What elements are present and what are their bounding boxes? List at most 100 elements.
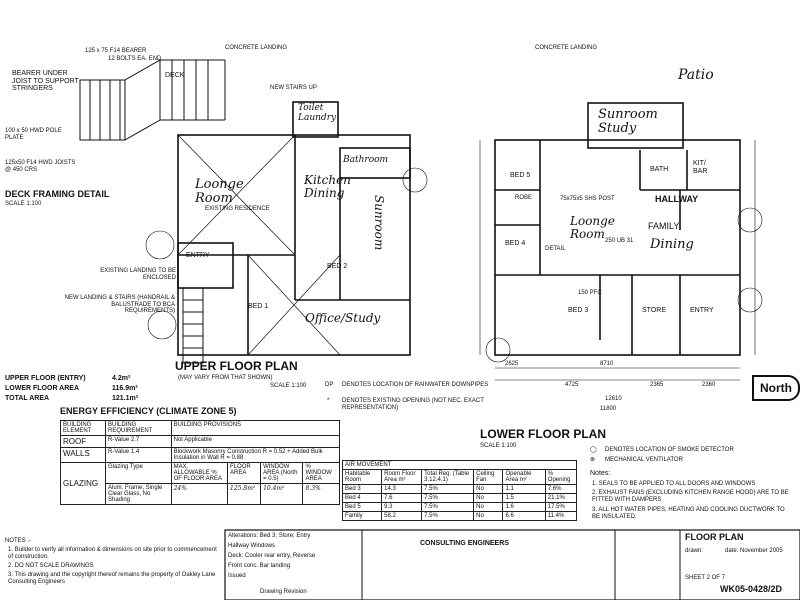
upper-note-stairs: NEW STAIRS UP [270,85,317,91]
room-patio: Patio [678,67,714,83]
notes-left-item-2: 2. DO NOT SCALE DRAWINGS [8,563,94,569]
air-cell: 7.5% [421,502,475,512]
revision-row-5: Issued [228,573,246,579]
lower-floor-plan-scale: SCALE 1:100 [480,443,517,449]
sheet-number: SHEET 2 OF 7 [685,575,725,581]
glazing-max: 24% [170,483,229,505]
room-store: STORE [642,307,666,314]
notes-left-title: NOTES :- [5,538,32,544]
upper-floor-plan-scale: SCALE 1:100 [270,383,307,389]
room-bathroom-upper: Bathroom [343,155,389,165]
glazing-head-type: Glazing Type [104,462,172,484]
glazing-head-percent: % WINDOW AREA [302,462,340,484]
room-office-study: Office/Study [305,311,381,325]
notes-right-item-3: 3. ALL HOT WATER PIPES, HEATING AND COOL… [592,507,785,520]
glazing-head-max: MAX. ALLOWABLE % OF FLOOR AREA [170,462,229,484]
deck-note-bolts: 12 BOLTS EA. END [108,56,162,62]
table-row: Bed 3 14.3 7.5% No 1.1 7.6% [341,484,578,494]
room-hallway: HALLWAY [655,194,699,204]
energy-roof-label: ROOF [60,435,106,448]
air-cell: No [473,502,504,512]
table-row: Alum. Frame, Single Clear Glass, No Shad… [61,483,340,505]
lower-note-detail: DETAIL [545,246,566,252]
energy-table: BUILDING ELEMENT BUILDING REQUIREMENT BU… [60,420,341,505]
tree-outlines [145,167,763,363]
upper-floor-plan-note: (MAY VARY FROM THAT SHOWN) [178,375,273,381]
energy-walls-prov: Blockwork Masonry Construction R = 0.52 … [170,447,341,463]
table-row: Habitable Room Room Floor Area m² Total … [341,469,578,485]
upper-floor-plan-title: UPPER FLOOR PLAN [175,359,298,373]
room-bed-3: BED 3 [568,307,589,314]
revision-row-3: Deck: Cooler rear entry, Reverse [228,553,316,559]
energy-head-provisions: BUILDING PROVISIONS [170,420,341,436]
table-row: AIR MOVEMENT [342,460,577,470]
legend-dp-text: DENOTES LOCATION OF RAINWATER DOWNPIPES [342,382,489,388]
air-cell: 11.4% [544,511,578,521]
upper-floor-plan-outline [177,101,411,356]
energy-walls-label: WALLS [60,447,106,463]
energy-head-element: BUILDING ELEMENT [60,420,106,436]
sheet-title: FLOOR PLAN [685,532,744,542]
area-lower-value: 116.9m² [112,385,138,392]
glazing-head-floor: FLOOR AREA [227,462,262,484]
deck-label: DECK [165,72,185,79]
deck-note-joists: 125x50 F14 HWD JOISTS @ 450 CRS [5,160,76,173]
drawing-date: date: November 2005 [725,548,783,554]
air-head-5: % Opening [544,469,578,485]
deck-framing-stairs [79,59,226,141]
room-bed-2: BED 2 [327,263,348,270]
air-movement-title: AIR MOVEMENT [342,460,577,470]
glazing-floor: 125.8m² [227,483,262,505]
room-sunroom-upper: Sunroom [372,195,386,251]
room-kit-bar: KIT/ BAR [693,160,708,175]
upper-note-existing-landing: EXISTING LANDING TO BE ENCLOSED [100,268,176,281]
deck-note-pole-plate: 100 x 50 HWD POLE PLATE [5,128,62,141]
air-cell: 7.5% [421,511,475,521]
air-cell: 1.5 [502,493,546,503]
air-head-1: Room Floor Area m² [381,469,423,485]
revision-row-2: Hallway Windows [228,543,276,549]
glazing-percent: 8.3% [302,483,340,505]
upper-entry-stairs [182,287,204,364]
glazing-window: 10.4m² [260,483,304,505]
room-entry-upper: ENTRY [186,252,210,259]
air-cell: 17.5% [544,502,578,512]
air-movement-table: AIR MOVEMENT Habitable Room Room Floor A… [341,460,578,521]
table-row: BUILDING ELEMENT BUILDING REQUIREMENT BU… [60,420,341,436]
room-bed-4: BED 4 [505,240,526,247]
drawing-number: WK05-0428/2D [720,584,783,594]
air-cell: Bed 3 [341,484,383,494]
lower-note-shs-post: 75x75x5 SHS POST [560,196,615,202]
table-row: GLAZING Glazing Type MAX. ALLOWABLE % OF… [60,462,340,505]
company-name: CONSULTING ENGINEERS [420,540,509,547]
upper-roof-lines [177,134,341,356]
deck-detail-title: DECK FRAMING DETAIL [5,189,110,199]
air-head-2: Total Req. (Table 3.12.4.1) [421,469,475,485]
energy-roof-req: R-Value 2.7 [104,435,172,448]
air-cell: No [473,484,504,494]
air-cell: 6.6 [502,511,546,521]
air-cell: Bed 4 [341,493,383,503]
glazing-head-window: WINDOW AREA (North = 0.5) [260,462,304,484]
lower-note-concrete-landing: CONCRETE LANDING [535,45,598,51]
upper-note-existing-residence: EXISTING RESIDENCE [205,206,270,212]
table-row: WALLS R-Value 1.4 Blockwork Masonry Cons… [60,447,341,463]
legend-ventilator-text: MECHANICAL VENTILATOR [605,457,683,463]
air-cell: 21.1% [544,493,578,503]
table-row: Bed 5 9.3 7.5% No 1.6 17.5% [341,502,578,512]
table-row: Family 58.2 7.5% No 6.6 11.4% [341,511,578,521]
energy-roof-prov: Not Applicable [170,435,341,448]
notes-left-item-1: 1. Builder to verify all information & d… [8,547,217,560]
lower-floor-plan-outline [494,102,741,356]
room-entry-lower: ENTRY [690,307,714,314]
air-cell: 7.6% [544,484,578,494]
room-dining-lower: Dining [650,237,694,252]
revision-row-4: Front conc. Bar landing [228,563,291,569]
air-cell: Family [341,511,383,521]
room-lounge-upper: Loonge Room [195,177,244,207]
dim-2365: 2365 [650,382,664,388]
upper-note-new-landing: NEW LANDING & STAIRS (HANDRAIL & BALUSTR… [64,295,175,315]
room-sunroom-study: Sunroom Study [598,107,658,137]
air-cell: 9.3 [381,502,423,512]
